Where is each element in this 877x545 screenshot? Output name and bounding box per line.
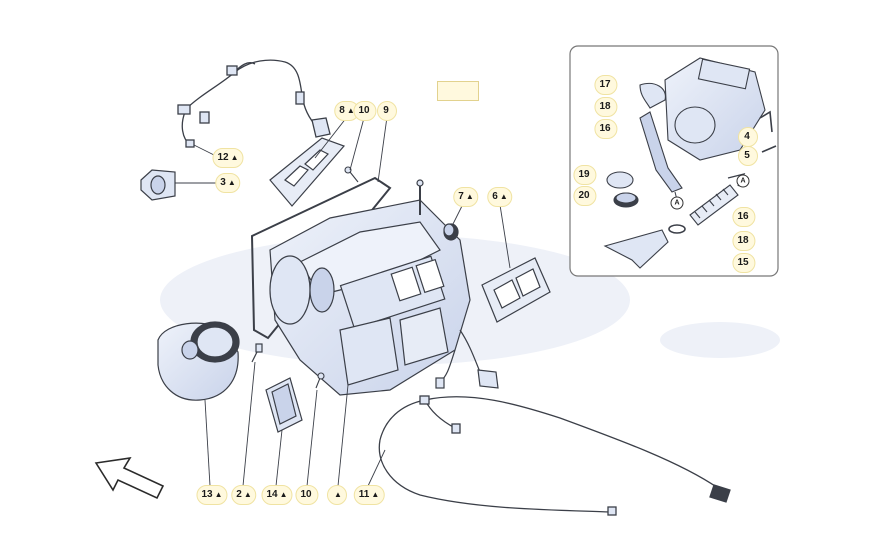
callout-number: 12	[217, 152, 229, 163]
triangle-icon: ▲	[499, 192, 508, 201]
detail-mark-letter: A	[674, 199, 680, 207]
triangle-icon: ▲	[214, 490, 223, 499]
callout-4[interactable]: 4	[738, 127, 758, 147]
callout-number: 7	[458, 191, 464, 202]
direction-arrow-icon	[94, 456, 165, 500]
callout-12[interactable]: 12▲	[212, 148, 244, 168]
callout-9[interactable]: 9	[377, 101, 397, 121]
callout-10-lower[interactable]: 10	[295, 485, 319, 505]
callout-18-inset-top[interactable]: 18	[594, 97, 618, 117]
callout-5[interactable]: 5	[738, 146, 758, 166]
hvac-unit-shape	[269, 179, 499, 396]
callout-number: 10	[300, 489, 312, 500]
callout-16-inset-top[interactable]: 16	[594, 119, 618, 139]
callout-number: 18	[737, 235, 749, 246]
callout-8[interactable]: 8▲	[334, 101, 360, 121]
callout-number: 3	[220, 177, 226, 188]
callout-number: 18	[599, 101, 611, 112]
callout-7[interactable]: 7▲	[453, 187, 479, 207]
callout-3[interactable]: 3▲	[215, 173, 241, 193]
plug-7-shape	[443, 223, 459, 241]
gasket-8-shape	[269, 137, 346, 207]
callout-number: 16	[599, 123, 611, 134]
screw-10-lower	[315, 372, 325, 389]
wiring-harness-upper	[177, 59, 331, 148]
callout-17[interactable]: 17	[594, 75, 618, 95]
wiring-harness-11	[378, 395, 731, 516]
callout-number: 17	[599, 79, 611, 90]
callout-20[interactable]: 20	[573, 186, 597, 206]
triangle-icon: ▲	[334, 490, 342, 499]
detail-mark-a-lower: A	[670, 196, 684, 210]
callout-15[interactable]: 15	[732, 253, 756, 273]
callout-1[interactable]: ▲	[327, 485, 347, 505]
callout-number: 13	[201, 489, 213, 500]
callout-19[interactable]: 19	[573, 165, 597, 185]
callout-number: 11	[358, 489, 370, 500]
callout-number: 2	[236, 489, 242, 500]
blower-fan-13-shape	[157, 321, 240, 401]
callout-16-inset-bottom[interactable]: 16	[732, 207, 756, 227]
callout-6[interactable]: 6▲	[487, 187, 513, 207]
callout-number: 6	[492, 191, 498, 202]
callout-number: 9	[383, 105, 389, 116]
callout-number: 16	[737, 211, 749, 222]
callout-number: 10	[358, 105, 370, 116]
triangle-icon: ▲	[371, 490, 380, 499]
legend-box: ▲ = 1	[437, 81, 479, 101]
triangle-icon: ▲	[346, 106, 355, 115]
gasket-6-shape	[481, 257, 551, 323]
callout-number: 15	[737, 257, 749, 268]
triangle-icon: ▲	[465, 192, 474, 201]
callout-number: 5	[744, 150, 750, 161]
callout-number: 4	[744, 131, 750, 142]
triangle-icon: ▲	[279, 490, 288, 499]
detail-mark-a-upper: A	[736, 174, 750, 188]
callout-10-upper[interactable]: 10	[353, 101, 377, 121]
callout-number: 20	[578, 190, 590, 201]
callout-number: 14	[266, 489, 278, 500]
callout-number: 8	[339, 105, 345, 116]
triangle-icon: ▲	[230, 153, 239, 162]
detail-mark-letter: A	[740, 177, 746, 185]
module-14-shape	[265, 377, 303, 433]
callout-13[interactable]: 13▲	[196, 485, 228, 505]
part-3-shape	[140, 169, 176, 201]
triangle-icon: ▲	[243, 490, 252, 499]
callout-11[interactable]: 11▲	[353, 485, 385, 505]
callout-14[interactable]: 14▲	[261, 485, 293, 505]
screw-10-upper	[344, 166, 359, 183]
callout-number: 19	[578, 169, 590, 180]
callout-2[interactable]: 2▲	[231, 485, 257, 505]
callout-18-inset-bottom[interactable]: 18	[732, 231, 756, 251]
triangle-icon: ▲	[227, 178, 236, 187]
screw-2-shape	[251, 343, 263, 363]
